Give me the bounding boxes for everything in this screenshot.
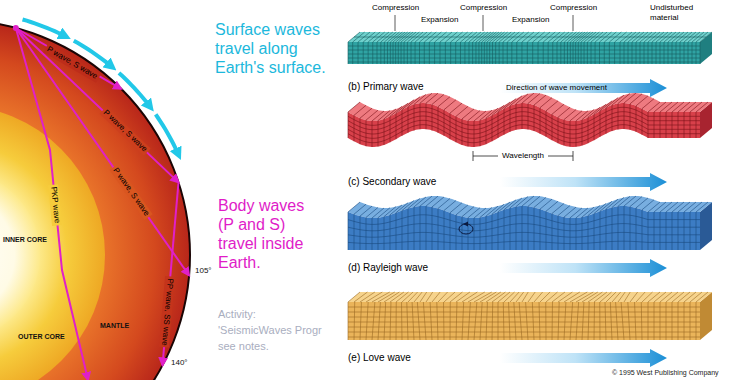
direction-arrow [500,259,667,277]
epicenter-dot [13,25,19,31]
ray-label: PP wave, SS wave [159,276,175,348]
ray-label: P wave, S wave [109,164,152,220]
dimension-label: Wavelength [502,151,544,160]
surface-wave-arrow [23,19,67,36]
phase-label: Undisturbed material [650,3,705,23]
surface-waves-note: Surface waves travel along Earth's surfa… [215,20,343,77]
outer-core-layer [0,105,105,380]
seismic-ray [16,28,88,380]
phase-label: Compression [460,3,507,12]
seismic-ray [16,28,121,89]
direction-arrow [500,349,667,367]
block-grid [348,32,712,64]
wave-name: (d) Rayleigh wave [348,262,428,274]
ray-label: P wave, S wave [43,43,101,82]
surface-wave-arrow [119,73,151,108]
orbit-arrowhead [463,222,468,227]
wave-blocks [348,15,712,367]
zone-tick [483,15,484,31]
wave-name: (b) Primary wave [348,81,424,93]
copyright-note: © 1995 West Publishing Company [612,369,719,377]
activity-note: see notes. [218,340,269,353]
block-grid [348,196,708,250]
surface-wave-arrow [156,114,179,155]
block-grid [348,93,708,147]
block-grid [348,292,708,340]
phase-label: Expansion [512,15,549,24]
wave-name: (e) Love wave [348,352,411,364]
activity-note: 'SeismicWaves Progr [218,324,322,337]
layer-name: OUTER CORE [18,333,65,341]
direction-arrow [500,173,667,191]
activity-note: Activity: [218,308,256,321]
earth-section [0,19,190,380]
inner-core-layer [0,170,40,340]
layer-name: MANTLE [100,322,129,330]
rayleigh-block [348,206,700,250]
wave-name: (c) Secondary wave [348,176,436,188]
zone-tick [395,15,396,31]
direction-arrow [500,79,667,97]
body-waves-note: Body waves (P and S) travel inside Earth… [218,196,318,272]
arrow-label: Direction of wave movement [506,83,607,93]
dimension-line [473,151,573,161]
mantle-layer [0,20,190,380]
seismic-ray [16,28,179,182]
ray-label: PKP wave [48,184,62,226]
angle-label: 140° [171,358,188,367]
layer-name: INNER CORE [3,236,47,244]
phase-label: Compression [550,3,597,12]
phase-label: Compression [372,3,419,12]
zone-tick [573,15,574,31]
angle-label: 105° [195,266,212,275]
phase-label: Expansion [421,15,458,24]
love-block [348,302,700,340]
ray-label: P wave, S wave [99,107,150,156]
